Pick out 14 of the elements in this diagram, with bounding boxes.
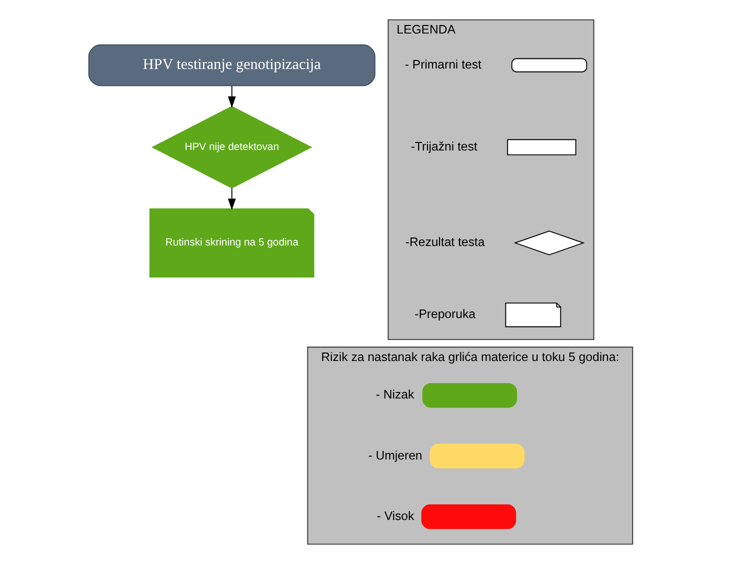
legend-label: - Primarni test [404,57,482,72]
legend-label: - Nizak [376,388,414,402]
arrow [228,86,236,108]
legend-label: -Rezultat testa [405,235,485,250]
node-diamond: HPV nije detektovan [152,106,312,188]
node-box [511,58,588,72]
arrow [228,188,236,210]
legend-label: - Visok [376,508,414,523]
node-box: HPV testiranje genotipizacija [88,44,376,86]
node-box [507,139,576,156]
node-diamond [514,230,585,256]
legend-label: -Trijažni test [410,139,478,154]
legend-label: - Umjeren [368,448,422,462]
legend-label: -Preporuka [414,307,476,322]
